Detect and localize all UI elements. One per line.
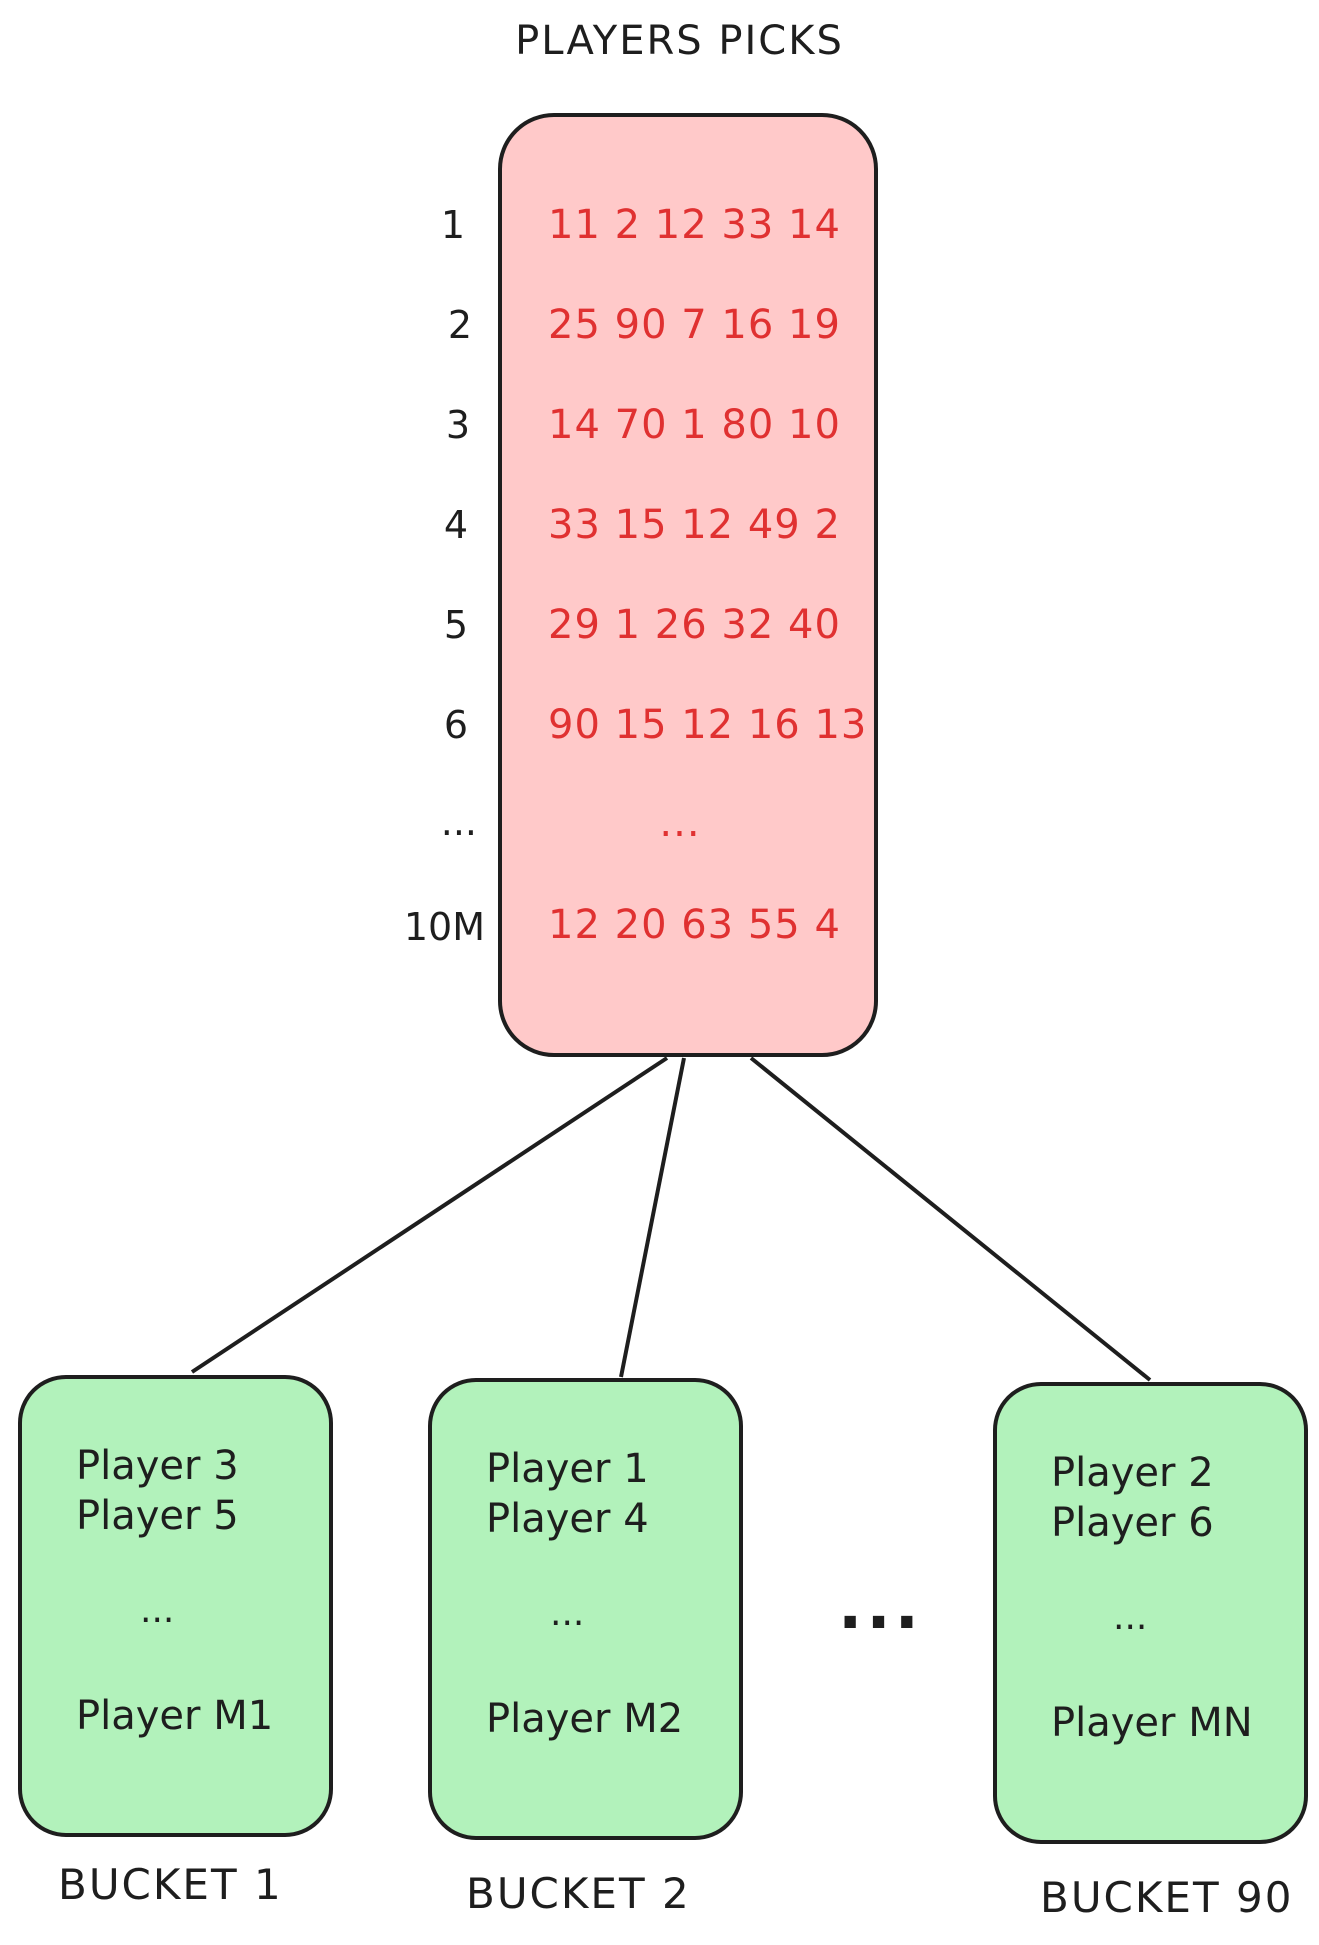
connector-bucket-2: [619, 1057, 686, 1378]
bucket-label: BUCKET 2: [466, 1869, 691, 1918]
picks-container: [498, 113, 878, 1057]
bucket-label: BUCKET 1: [58, 1860, 283, 1909]
bucket-player: Player 4: [486, 1496, 649, 1542]
pick-numbers: 25 90 7 16 19: [548, 302, 841, 348]
pick-index: 6: [443, 703, 468, 747]
connector-bucket-1: [190, 1056, 669, 1374]
pick-index: 2: [447, 303, 472, 347]
pick-index: 3: [445, 403, 470, 447]
bucket-player-last: Player M2: [486, 1696, 684, 1742]
bucket-ellipsis: ...: [140, 1590, 175, 1631]
pick-numbers-ellipsis: ...: [659, 800, 701, 846]
bucket-1-box: [18, 1375, 333, 1837]
pick-index: ...: [440, 800, 477, 844]
bucket-ellipsis: ...: [1113, 1597, 1148, 1638]
bucket-2-box: [428, 1378, 743, 1840]
bucket-player-last: Player MN: [1051, 1700, 1253, 1746]
pick-numbers: 90 15 12 16 13: [548, 702, 868, 748]
bucket-player: Player 1: [486, 1446, 649, 1492]
bucket-player: Player 2: [1051, 1450, 1214, 1496]
bucket-player: Player 6: [1051, 1500, 1214, 1546]
diagram-title: PLAYERS PICKS: [515, 18, 844, 64]
pick-numbers: 14 70 1 80 10: [548, 402, 841, 448]
pick-index: 1: [440, 203, 465, 247]
more-buckets-ellipsis: ...: [838, 1570, 923, 1644]
pick-numbers: 12 20 63 55 4: [548, 902, 841, 948]
bucket-ellipsis: ...: [550, 1593, 585, 1634]
pick-index: 4: [443, 503, 468, 547]
pick-index: 5: [443, 603, 468, 647]
pick-numbers: 11 2 12 33 14: [548, 202, 841, 248]
bucket-90-box: [993, 1382, 1308, 1844]
connector-bucket-90: [749, 1056, 1152, 1382]
bucket-player-last: Player M1: [76, 1693, 274, 1739]
pick-numbers: 33 15 12 49 2: [548, 502, 841, 548]
pick-numbers: 29 1 26 32 40: [548, 602, 841, 648]
bucket-player: Player 5: [76, 1493, 239, 1539]
bucket-label: BUCKET 90: [1040, 1873, 1294, 1922]
bucket-player: Player 3: [76, 1443, 239, 1489]
pick-index: 10M: [403, 905, 485, 949]
